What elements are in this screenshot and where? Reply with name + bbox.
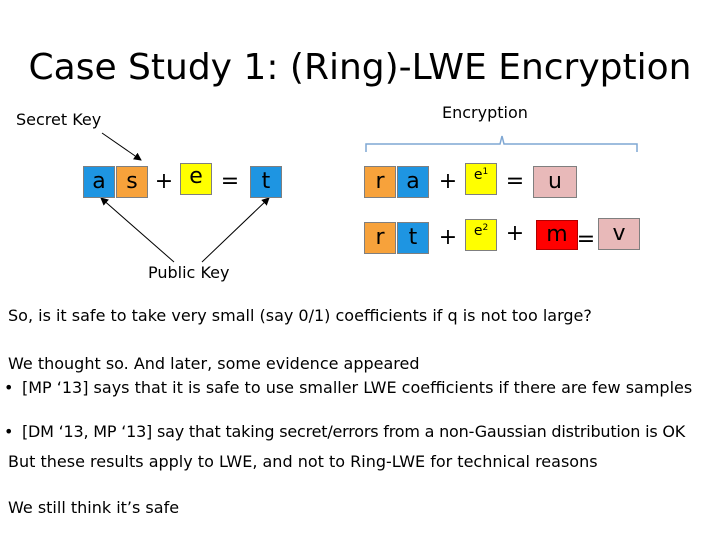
public-key-arrow-t [201, 197, 270, 263]
box-v: v [598, 218, 640, 250]
bullet-dm13: [DM ‘13, MP ‘13] say that taking secret/… [4, 422, 720, 442]
box-r-1: r [364, 166, 396, 198]
equals-sign: = [576, 227, 596, 252]
box-t-2: t [397, 222, 429, 254]
secret-key-label: Secret Key [16, 110, 102, 129]
plus-sign: + [438, 225, 458, 250]
box-m: m [536, 220, 578, 250]
plus-sign: + [438, 169, 458, 194]
box-e: e [180, 163, 212, 195]
plus-sign: + [505, 221, 525, 246]
public-key-label: Public Key [148, 263, 230, 282]
equals-sign: = [220, 169, 240, 194]
secret-key-arrow [101, 132, 142, 161]
bullet-mp13: [MP ‘13] says that it is safe to use sma… [4, 378, 720, 398]
equals-sign: = [505, 169, 525, 194]
e1-base: e [473, 167, 483, 183]
box-s: s [116, 166, 148, 198]
public-key-arrow-a [100, 197, 175, 263]
e2-base: e [473, 223, 483, 239]
e1-subscript: 1 [482, 167, 489, 177]
box-t: t [250, 166, 282, 198]
box-a-1: a [397, 166, 429, 198]
plus-sign: + [154, 169, 174, 194]
encryption-label: Encryption [442, 103, 528, 122]
results-text: But these results apply to LWE, and not … [8, 452, 598, 471]
conclusion-text: We still think it’s safe [8, 498, 180, 517]
encryption-brace [365, 135, 638, 152]
box-r-2: r [364, 222, 396, 254]
question-text: So, is it safe to take very small (say 0… [8, 306, 592, 325]
e2-subscript: 2 [482, 223, 489, 233]
box-u: u [533, 166, 577, 198]
slide-title: Case Study 1: (Ring)-LWE Encryption [28, 47, 692, 88]
box-a: a [83, 166, 115, 198]
thought-text: We thought so. And later, some evidence … [8, 354, 420, 373]
